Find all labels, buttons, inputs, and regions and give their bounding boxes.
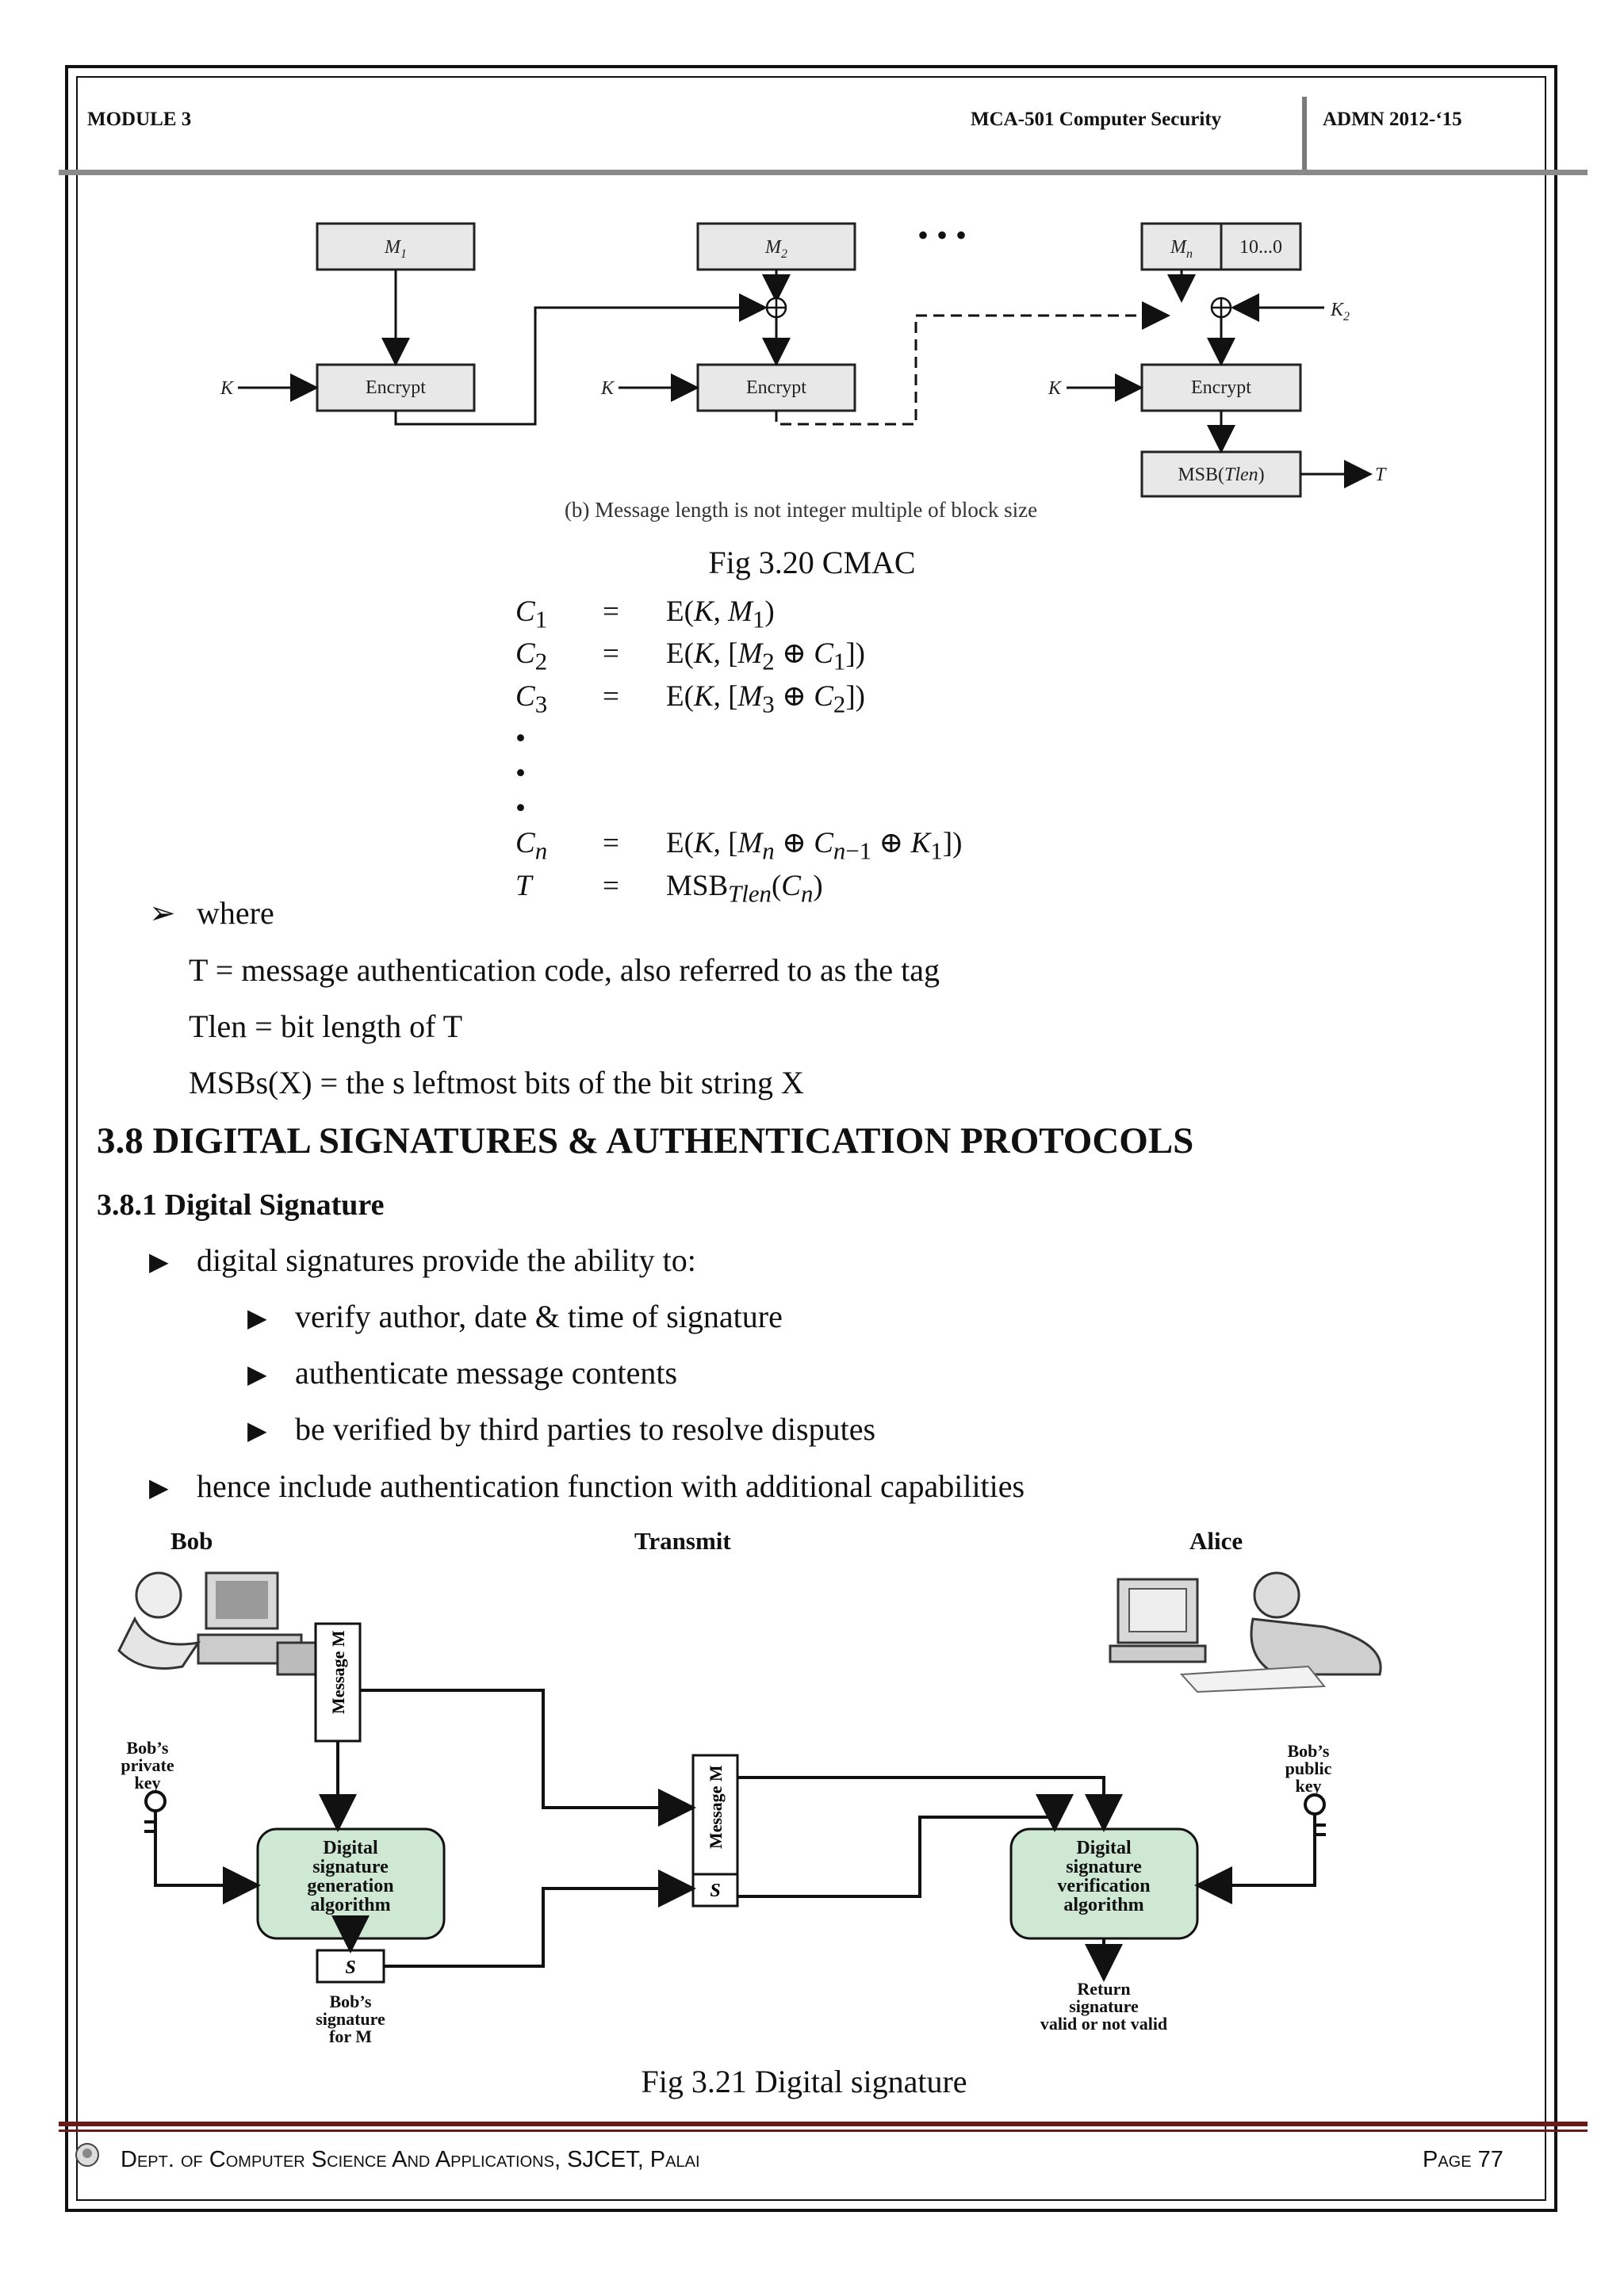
bullet-hence: hence include authentication function wi… — [197, 1468, 1025, 1504]
eq-rhs-t: MSBTlen(Cn) — [666, 869, 823, 907]
page-inner-border — [76, 76, 1546, 2201]
svg-text:Bob’s: Bob’s — [1288, 1741, 1330, 1761]
svg-text:Message M: Message M — [706, 1765, 726, 1849]
bullet-icon: ▶ — [247, 1360, 267, 1388]
bullet-icon: ▶ — [247, 1416, 267, 1445]
college-emblem-icon — [75, 2143, 99, 2167]
block-mn — [1140, 222, 1223, 271]
eq-lhs-c2: C2 — [515, 637, 548, 675]
ds-caption: Fig 3.21 Digital signature — [641, 2064, 967, 2099]
bob-computer-illustration — [117, 1571, 327, 1676]
svg-text:Digital: Digital — [323, 1838, 378, 1858]
cmac-diagram: M1 M2 Mn 10...0 Encrypt Encrypt Encrypt … — [220, 217, 1387, 522]
svg-text:algorithm: algorithm — [1063, 1895, 1143, 1915]
svg-text:signature: signature — [1066, 1857, 1142, 1877]
block-m1 — [316, 222, 476, 271]
svg-text:Bob’s: Bob’s — [330, 1992, 372, 2011]
label-msb: MSB(Tlen) — [1178, 465, 1264, 485]
eq-rhs-c2: E(K, [M2 ⊕ C1]) — [666, 637, 865, 675]
where-arrow-icon: ➢ — [149, 895, 176, 931]
subsection-title: 3.8.1 Digital Signature — [97, 1188, 385, 1222]
eq-rhs-cn: E(K, [Mn ⊕ Cn−1 ⊕ K1]) — [666, 827, 963, 865]
bob-message-label: Message M — [328, 1630, 348, 1714]
header-course: MCA-501 Computer Security — [971, 109, 1222, 130]
svg-text:generation: generation — [307, 1876, 393, 1896]
svg-text:algorithm: algorithm — [310, 1895, 390, 1915]
eq-lhs-t: T — [515, 869, 532, 902]
label-encrypt-1: Encrypt — [366, 377, 426, 398]
footer-page-number: Page 77 — [1423, 2147, 1503, 2172]
key-label-1: K — [220, 378, 235, 399]
public-key-icon — [1304, 1793, 1326, 1844]
where-line-t: T = message authentication code, also re… — [189, 952, 940, 988]
subbullet-authenticate: authenticate message contents — [295, 1355, 678, 1391]
where-label: where — [197, 895, 274, 931]
alice-computer-illustration — [1109, 1571, 1382, 1693]
header-module: MODULE 3 — [87, 109, 192, 130]
footer-department: Dept. of Computer Science And Applicatio… — [121, 2147, 700, 2172]
cmac-subcaption: (b) Message length is not integer multip… — [565, 498, 1037, 522]
encrypt-box-n — [1140, 363, 1302, 412]
key-label-n: K — [1048, 378, 1063, 399]
bob-heading: Bob — [170, 1527, 213, 1555]
bullet-icon: ▶ — [247, 1303, 267, 1332]
svg-text:Return: Return — [1077, 1979, 1130, 1999]
alice-heading: Alice — [1189, 1527, 1243, 1555]
header-rule — [59, 170, 1588, 175]
private-key-icon — [144, 1790, 167, 1841]
label-encrypt-2: Encrypt — [746, 377, 806, 398]
svg-text:S: S — [710, 1881, 720, 1901]
cmac-caption: Fig 3.20 CMAC — [708, 545, 916, 580]
transmit-message-box — [691, 1754, 739, 1876]
key-label-2: K — [600, 378, 615, 399]
transmit-heading: Transmit — [634, 1527, 731, 1555]
svg-text:signature: signature — [316, 2009, 385, 2029]
page-outer-border — [65, 65, 1557, 2212]
svg-text:S: S — [345, 1957, 355, 1978]
svg-text:key: key — [1296, 1776, 1322, 1796]
svg-text:Bob’s: Bob’s — [127, 1738, 169, 1758]
ellipsis-dots: • • • — [917, 217, 967, 253]
svg-text:valid or not valid: valid or not valid — [1040, 2014, 1167, 2034]
label-padding: 10...0 — [1239, 237, 1282, 258]
svg-text:signature: signature — [1069, 1996, 1139, 2016]
block-padding — [1220, 222, 1302, 271]
footer-rule-thin — [59, 2130, 1588, 2132]
svg-text:signature: signature — [312, 1857, 389, 1877]
header-separator — [1302, 97, 1307, 170]
svg-text:key: key — [135, 1773, 161, 1793]
section-title: 3.8 DIGITAL SIGNATURES & AUTHENTICATION … — [97, 1120, 1194, 1161]
subbullet-third-parties: be verified by third parties to resolve … — [295, 1411, 876, 1447]
label-encrypt-n: Encrypt — [1191, 377, 1251, 398]
subbullet-verify: verify author, date & time of signature — [295, 1299, 783, 1334]
eq-lhs-c3: C3 — [515, 679, 548, 718]
header-batch: ADMN 2012-‘15 — [1323, 109, 1462, 130]
svg-text:Digital: Digital — [1076, 1838, 1132, 1858]
where-line-msbs: MSBs(X) = the s leftmost bits of the bit… — [189, 1065, 804, 1100]
svg-text:private: private — [121, 1755, 174, 1775]
bullet-abilities: digital signatures provide the ability t… — [197, 1242, 696, 1278]
svg-text:public: public — [1285, 1758, 1332, 1778]
bullet-icon: ▶ — [149, 1247, 169, 1276]
svg-text:verification: verification — [1057, 1876, 1150, 1896]
svg-text:for M: for M — [329, 2026, 372, 2046]
bob-signature-box — [316, 1949, 385, 1984]
bullet-icon: ▶ — [149, 1473, 169, 1502]
footer-rule — [59, 2122, 1588, 2126]
eq-rhs-c1: E(K, M1) — [666, 595, 775, 633]
eq-rhs-c3: E(K, [M3 ⊕ C2]) — [666, 679, 865, 718]
digital-signature-diagram: Bob Transmit Alice Message M Digital sig… — [117, 1527, 1382, 2046]
equation-block: C1=E(K, M1) C2=E(K, [M2 ⊕ C1]) C3=E(K, [… — [515, 595, 962, 911]
eq-lhs-c1: C1 — [515, 595, 548, 633]
transmit-signature-box — [691, 1873, 739, 1908]
eq-lhs-cn: Cn — [515, 827, 548, 865]
tag-label: T — [1375, 465, 1387, 485]
encrypt-box-2 — [696, 363, 856, 412]
k2-label: K2 — [1330, 300, 1350, 323]
where-line-tlen: Tlen = bit length of T — [189, 1008, 463, 1044]
